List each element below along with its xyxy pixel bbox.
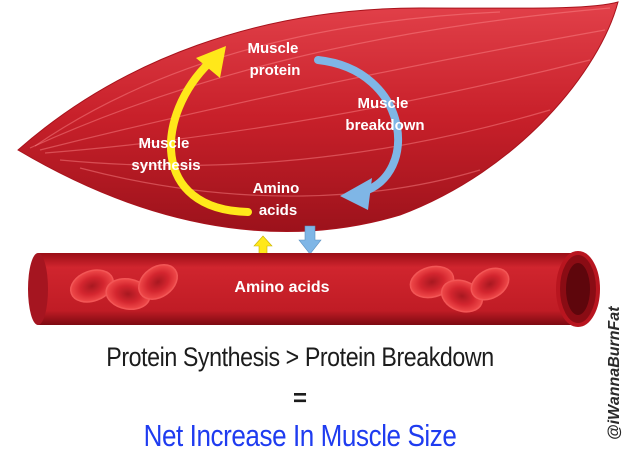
synthesis-arrow (167, 46, 252, 216)
uptake-arrow-up (253, 235, 273, 255)
label-vessel-amino-acids: Amino acids (234, 279, 329, 296)
label-muscle-breakdown: Muscle breakdown (345, 95, 424, 134)
equation-equals: = (292, 385, 307, 412)
blood-cells-right (409, 265, 510, 313)
release-arrow-down (298, 225, 322, 255)
breakdown-arrow (314, 56, 403, 210)
muscle-fibers (29, 7, 611, 197)
blood-cell (69, 269, 115, 303)
watermark: @iWannaBurnFat (606, 306, 623, 440)
label-muscle-protein: Muscle protein (247, 40, 302, 79)
muscle-shape (17, 1, 619, 232)
label-amino-acids: Amino acids (253, 180, 304, 219)
label-muscle-synthesis: Muscle synthesis (131, 135, 200, 174)
vessel-lumen (566, 263, 590, 315)
equation-top: Protein Synthesis > Protein Breakdown (106, 342, 494, 372)
vessel-left-end (28, 253, 48, 325)
synthesis-arrow-head (196, 46, 226, 78)
blood-cells-left (69, 264, 178, 311)
blood-cell (138, 264, 178, 300)
blood-cell (470, 267, 510, 301)
equation-result: Net Increase In Muscle Size (143, 418, 457, 453)
breakdown-arrow-head (340, 178, 372, 210)
